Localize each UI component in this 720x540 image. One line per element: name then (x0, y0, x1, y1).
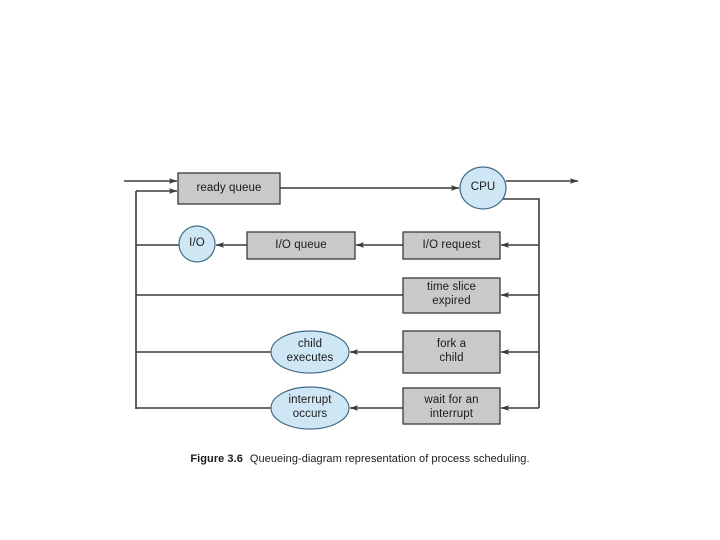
node-fork-a-child (402, 330, 501, 374)
node-time-slice (402, 277, 501, 314)
edge-cpu-to-dispatch-bus (500, 198, 540, 408)
node-wait-interrupt (402, 387, 501, 425)
figure-caption-number: Figure 3.6 (190, 453, 243, 465)
node-io-request (402, 231, 501, 260)
node-interrupt-occurs (270, 386, 350, 430)
figure-caption-text: Queueing-diagram representation of proce… (249, 453, 530, 465)
figure-caption: Figure 3.6 Queueing-diagram representatio… (0, 453, 720, 465)
node-io-queue (246, 231, 356, 260)
node-ready-queue (177, 172, 281, 205)
node-cpu (459, 166, 507, 210)
node-child-executes (270, 330, 350, 374)
node-io (178, 225, 216, 263)
